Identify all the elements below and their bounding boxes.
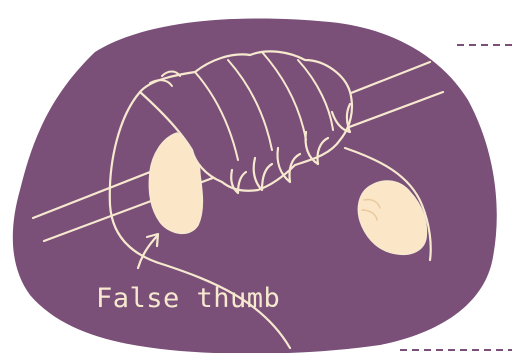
false-thumb-label: False thumb: [96, 283, 280, 314]
